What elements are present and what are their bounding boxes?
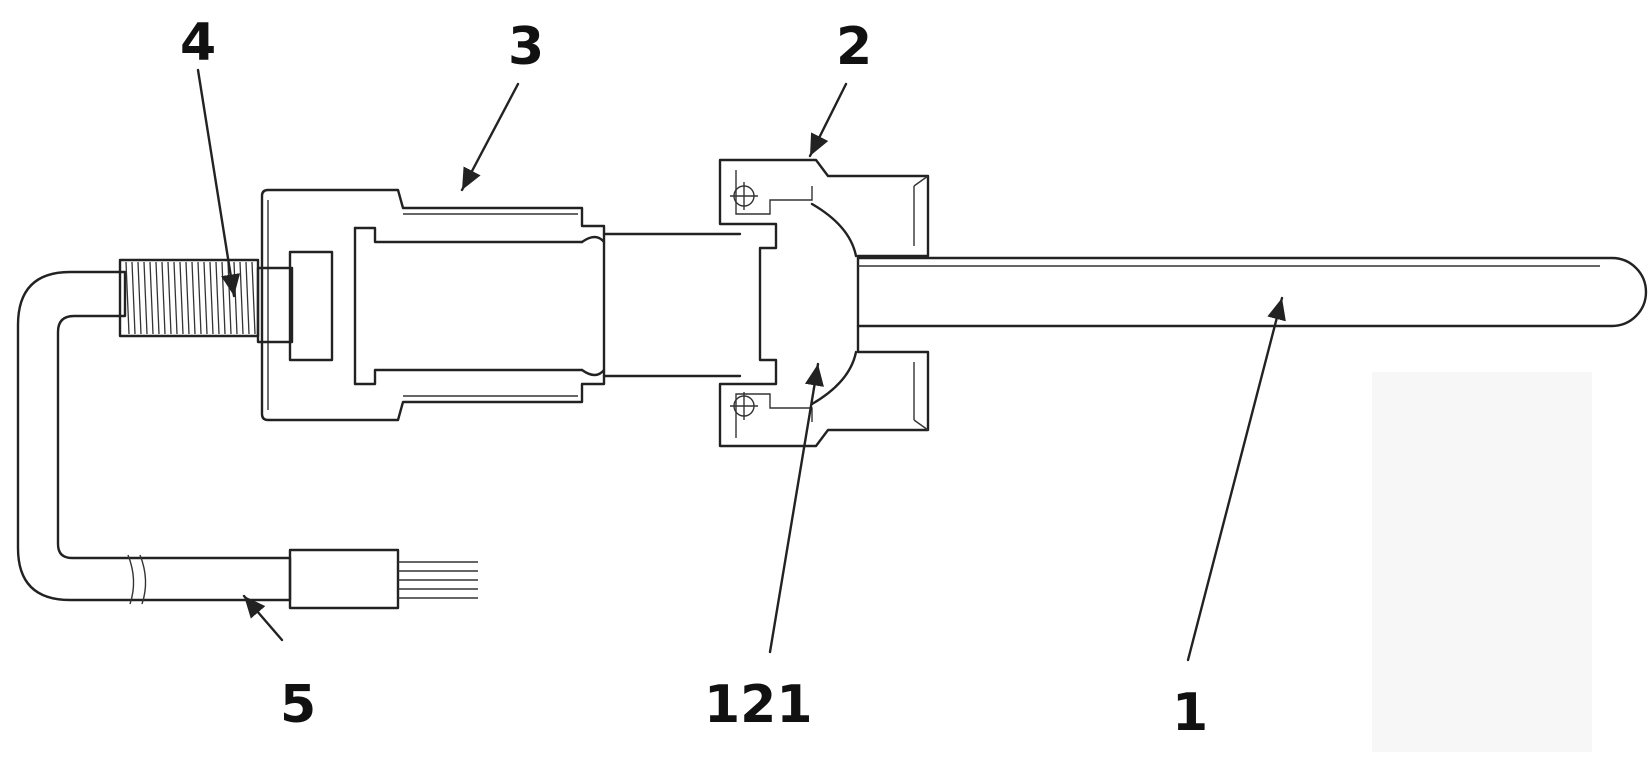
thread-line: [239, 261, 244, 335]
thread-line: [173, 261, 178, 335]
compression-nut: [718, 158, 930, 448]
label-nut: 2: [836, 17, 872, 77]
label-body: 3: [508, 17, 544, 77]
thread-line: [191, 261, 196, 335]
thread-line: [155, 261, 160, 335]
thread-line: [233, 261, 238, 335]
thread-line: [203, 261, 208, 335]
cable-end-sleeve: [288, 548, 400, 610]
thread-line: [209, 261, 214, 335]
label-thread: 4: [180, 13, 216, 73]
background-patch: [1372, 372, 1592, 752]
braided-cable: [16, 270, 478, 610]
probe-rod: [856, 256, 1648, 328]
thread-line: [131, 261, 136, 335]
cable-wires: [398, 561, 478, 599]
thread-line: [185, 261, 190, 335]
label-probe: 1: [1172, 683, 1208, 743]
screw-hole-top: [730, 182, 758, 210]
thread-line: [167, 261, 172, 335]
thread-line: [197, 261, 202, 335]
thread-line: [251, 261, 256, 335]
thread-line: [137, 261, 142, 335]
thread-line: [149, 261, 154, 335]
thread-line: [215, 261, 220, 335]
leader-lines: [196, 68, 1286, 662]
thread-line: [125, 261, 130, 335]
thread-line: [179, 261, 184, 335]
body-housing: [256, 188, 606, 422]
connecting-tube: [602, 232, 742, 378]
label-cable: 5: [280, 675, 316, 735]
threaded-section: [118, 258, 260, 338]
thread-line: [221, 261, 226, 335]
thread-line: [245, 261, 250, 335]
thread-line: [143, 261, 148, 335]
screw-hole-bottom: [730, 392, 758, 420]
thread-line: [161, 261, 166, 335]
label-seal: 121: [704, 675, 813, 735]
